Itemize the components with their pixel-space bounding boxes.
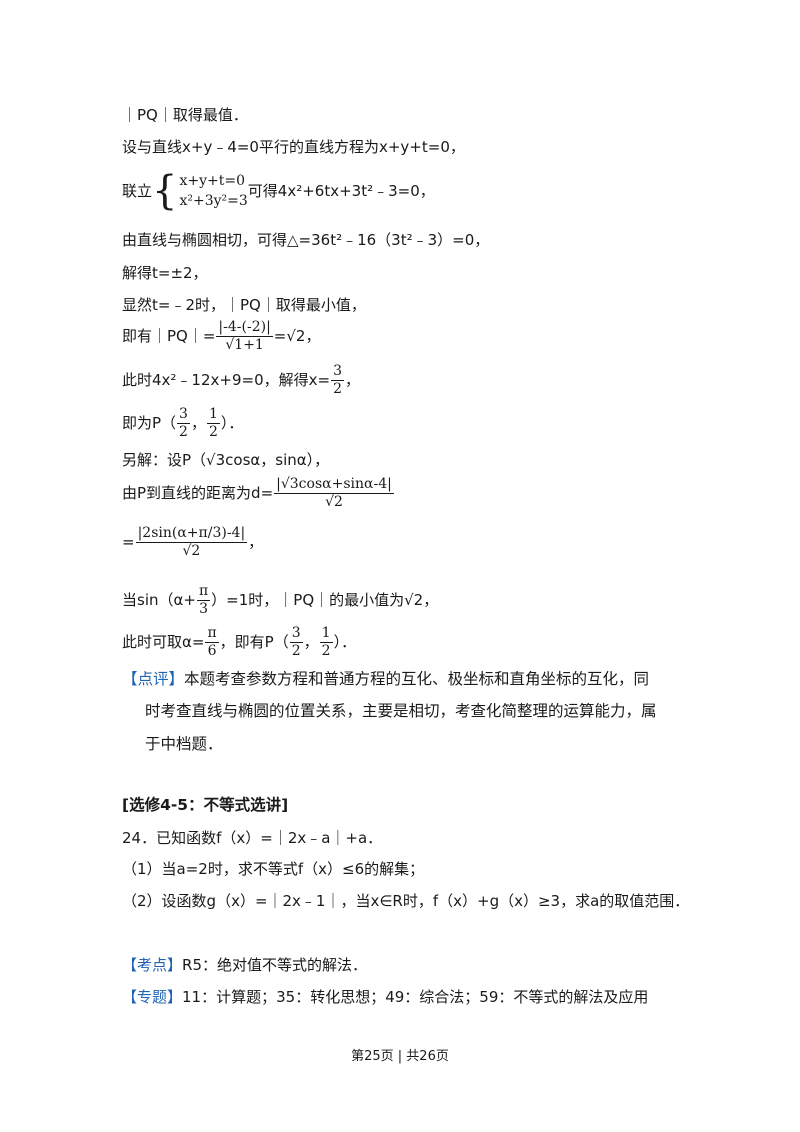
zhuanti-tag: 【专题】 (122, 988, 183, 1006)
equation: x+y+t=0 (179, 173, 245, 189)
text: 当sin（α+ (122, 591, 196, 609)
equation: x²+3y²=3 (179, 193, 248, 209)
fraction: π 6 (205, 624, 219, 660)
text: 此时4x²﹣12x+9=0，解得x= (122, 371, 331, 389)
fraction: |2sin(α+π/3)-4| √2 (135, 524, 248, 560)
solution-line-4: 由直线与椭圆相切，可得△=36t²﹣16（3t²﹣3）=0， (122, 231, 490, 249)
denominator: 2 (321, 642, 331, 659)
denominator: √2 (182, 542, 201, 559)
zhuanti-text: 11：计算题；35：转化思想；49：综合法；59：不等式的解法及应用 (182, 988, 649, 1006)
text: =√2， (273, 327, 321, 345)
solution-line-7: 即有｜PQ｜= |-4-(-2)| √1+1 =√2， (122, 316, 320, 356)
kaodian-tag: 【考点】 (122, 956, 183, 974)
zhuanti-line: 【专题】11：计算题；35：转化思想；49：综合法；59：不等式的解法及应用 (122, 986, 648, 1008)
kaodian-text: R5：绝对值不等式的解法． (182, 956, 367, 974)
denominator: 2 (208, 423, 218, 440)
numerator: 1 (206, 405, 220, 424)
numerator: 3 (289, 624, 303, 643)
comment-line-1: 【点评】本题考查参数方程和普通方程的互化、极坐标和直角坐标的互化，同 (122, 668, 649, 690)
fraction: |√3cosα+sinα-4| √2 (274, 476, 394, 511)
text: 此时可取α= (122, 633, 205, 651)
comment-line-2: 时考查直线与椭圆的位置关系，主要是相切，考查化简整理的运算能力，属 (145, 702, 657, 720)
solution-line-3: 联立 { x+y+t=0 x²+3y²=3 可得4x²+6tx+3t²﹣3=0， (122, 168, 435, 214)
numerator: 3 (177, 405, 190, 424)
text: = (122, 533, 135, 551)
denominator: 2 (333, 380, 342, 397)
numerator: π (196, 582, 211, 601)
text: ， (248, 533, 264, 551)
equation-system: { x+y+t=0 x²+3y²=3 (152, 168, 248, 214)
numerator: 1 (319, 624, 333, 643)
page-footer: 第25页 | 共26页 (351, 1049, 449, 1064)
solution-line-9: 即为P（ 3 2 ， 1 2 ）． (122, 403, 243, 443)
denominator: √2 (325, 493, 343, 510)
problem-24-part-2: （2）设函数g（x）=｜2x﹣1｜，当x∈R时，f（x）+g（x）≥3，求a的取… (122, 892, 690, 910)
section-heading: [选修4-5：不等式选讲] (122, 796, 289, 814)
solution-line-11: 由P到直线的距离为d= |√3cosα+sinα-4| √2 (122, 472, 395, 514)
solution-line-8: 此时4x²﹣12x+9=0，解得x= 3 2 ， (122, 360, 360, 400)
solution-line-10: 另解：设P（√3cosα，sinα）， (122, 451, 330, 469)
text: 可得4x²+6tx+3t²﹣3=0， (247, 182, 435, 200)
denominator: 3 (199, 600, 209, 617)
fraction: 3 2 (289, 624, 303, 660)
solution-line-1: ｜PQ｜取得最值． (122, 106, 248, 124)
fraction: 1 2 (206, 405, 220, 441)
fraction: |-4-(-2)| √1+1 (216, 318, 273, 354)
comment-tag: 【点评】 (122, 670, 185, 688)
text: 联立 (122, 182, 153, 200)
text: ， (303, 633, 319, 651)
text: ）． (220, 414, 244, 432)
numerator: |2sin(α+π/3)-4| (135, 524, 248, 543)
denominator: 6 (207, 642, 217, 659)
fraction: 1 2 (319, 624, 333, 660)
text: ， (345, 371, 361, 389)
solution-line-2: 设与直线x+y﹣4=0平行的直线方程为x+y+t=0， (122, 138, 465, 156)
problem-24-statement: 24．已知函数f（x）=｜2x﹣a｜+a． (122, 829, 383, 847)
text: 即为P（ (122, 414, 177, 432)
comment-text: 本题考查参数方程和普通方程的互化、极坐标和直角坐标的互化，同 (184, 670, 650, 688)
text: ，即有P（ (219, 633, 289, 651)
comment-line-3: 于中档题． (145, 735, 223, 753)
text: ）． (333, 633, 357, 651)
solution-line-6: 显然t=﹣2时，｜PQ｜取得最小值， (122, 296, 366, 314)
text: 即有｜PQ｜= (122, 327, 216, 345)
fraction: π 3 (196, 582, 211, 618)
solution-line-5: 解得t=±2， (122, 264, 208, 282)
numerator: |√3cosα+sinα-4| (274, 475, 394, 494)
solution-line-13: 当sin（α+ π 3 ）=1时，｜PQ｜的最小值为√2， (122, 580, 438, 620)
text: 由P到直线的距离为d= (122, 484, 274, 502)
text: ）=1时，｜PQ｜的最小值为√2， (211, 591, 439, 609)
numerator: |-4-(-2)| (216, 318, 273, 337)
numerator: 3 (331, 362, 344, 381)
denominator: 2 (179, 423, 188, 440)
text: ， (190, 414, 206, 432)
denominator: 2 (291, 642, 301, 659)
solution-line-14: 此时可取α= π 6 ，即有P（ 3 2 ， 1 2 ）． (122, 622, 356, 662)
fraction: 3 2 (331, 363, 344, 398)
solution-line-12: = |2sin(α+π/3)-4| √2 ， (122, 518, 263, 566)
kaodian-line: 【考点】R5：绝对值不等式的解法． (122, 954, 367, 976)
problem-24-part-1: （1）当a=2时，求不等式f（x）≤6的解集； (122, 860, 425, 878)
fraction: 3 2 (177, 406, 190, 441)
denominator: √1+1 (225, 336, 264, 353)
numerator: π (205, 624, 219, 643)
